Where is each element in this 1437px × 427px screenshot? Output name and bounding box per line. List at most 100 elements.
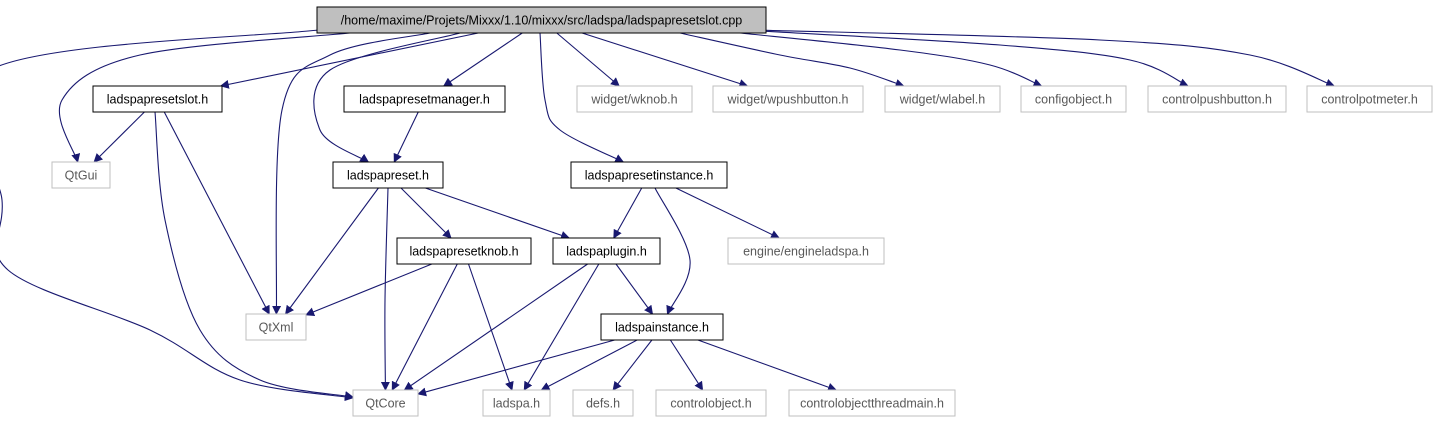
node-wlabel-h: widget/wlabel.h: [884, 85, 1001, 113]
node-controlobject-h: controlobject.h: [655, 389, 767, 417]
edge-ladspapresetslot-h-to-qtgui: [93, 111, 145, 163]
edge-ladspaplugin-h-to-ladspainstance-h: [615, 263, 654, 315]
node-wpushbutton-h: widget/wpushbutton.h: [712, 85, 864, 113]
node-label: controlobject.h: [670, 396, 751, 410]
node-label: widget/wknob.h: [590, 92, 677, 106]
edge-ladspapreset-h-to-ladspapresetknob-h: [400, 187, 452, 239]
node-ladspapresetinstance-h[interactable]: ladspapresetinstance.h: [570, 161, 728, 189]
node-label: ladspapreset.h: [347, 168, 429, 182]
node-box: [1020, 85, 1127, 113]
node-ladspaplugin-h[interactable]: ladspaplugin.h: [552, 237, 661, 265]
node-box: [727, 237, 885, 265]
node-box: [245, 313, 307, 341]
edge-root-to-qtgui: [58, 32, 351, 163]
node-label: QtCore: [365, 396, 405, 410]
node-label: ladspapresetslot.h: [107, 92, 209, 106]
node-label: ladspainstance.h: [615, 320, 709, 334]
edge-ladspapresetslot-h-to-qtxml: [163, 111, 270, 315]
node-ladspapreset-h[interactable]: ladspapreset.h: [332, 161, 444, 189]
node-root[interactable]: /home/maxime/Projets/Mixxx/1.10/mixxx/sr…: [316, 6, 767, 34]
node-ladspapresetmanager-h[interactable]: ladspapresetmanager.h: [343, 85, 506, 113]
node-label: ladspapresetknob.h: [409, 244, 518, 258]
node-box: [1147, 85, 1287, 113]
edge-ladspainstance-h-to-controlobjectthreadmain-h: [697, 339, 837, 392]
node-box: [316, 6, 767, 34]
node-label: ladspaplugin.h: [566, 244, 647, 258]
node-engineladspa-h: engine/engineladspa.h: [727, 237, 885, 265]
node-box: [572, 389, 634, 417]
node-box: [482, 389, 551, 417]
edge-ladspapresetknob-h-to-ladspa-h: [467, 263, 514, 391]
edge-ladspapresetknob-h-to-qtcore: [391, 263, 458, 391]
node-box: [788, 389, 956, 417]
node-box: [1306, 85, 1433, 113]
edge-ladspapreset-h-to-ladspaplugin-h: [425, 187, 570, 240]
node-label: ladspapresetinstance.h: [585, 168, 714, 182]
node-box: [343, 85, 506, 113]
edge-root-to-ladspapresetslot-h: [219, 32, 479, 89]
node-label: ladspa.h: [493, 396, 540, 410]
node-box: [396, 237, 532, 265]
node-box: [552, 237, 661, 265]
edge-root-to-ladspapresetinstance-h: [539, 32, 625, 163]
edge-root-to-qtcore: [0, 29, 354, 402]
node-label: QtXml: [259, 320, 294, 334]
edge-root-to-ladspapresetmanager-h: [443, 32, 523, 87]
edge-ladspaplugin-h-to-qtcore: [403, 263, 588, 391]
node-box: [51, 161, 111, 189]
edge-ladspainstance-h-to-defs-h: [612, 339, 653, 391]
node-label: ladspapresetmanager.h: [359, 92, 490, 106]
node-wknob-h: widget/wknob.h: [576, 85, 693, 113]
edge-ladspaplugin-h-to-ladspa-h: [523, 263, 600, 391]
edge-root-to-configobject-h: [739, 32, 1043, 88]
node-box: [655, 389, 767, 417]
edge-ladspainstance-h-to-ladspa-h: [540, 339, 638, 391]
node-label: /home/maxime/Projets/Mixxx/1.10/mixxx/sr…: [341, 13, 743, 27]
node-label: widget/wpushbutton.h: [727, 92, 849, 106]
edge-root-to-controlpotmeter-h: [765, 29, 1336, 88]
node-configobject-h: configobject.h: [1020, 85, 1127, 113]
node-label: controlpushbutton.h: [1162, 92, 1272, 106]
node-ladspapresetslot-h[interactable]: ladspapresetslot.h: [92, 85, 223, 113]
node-box: [570, 161, 728, 189]
node-qtgui: QtGui: [51, 161, 111, 189]
node-label: defs.h: [586, 396, 620, 410]
edge-ladspapresetslot-h-to-qtcore: [154, 111, 354, 401]
edge-ladspapreset-h-to-qtcore: [380, 187, 390, 391]
node-controlobjectthreadmain-h: controlobjectthreadmain.h: [788, 389, 956, 417]
edge-root-to-wlabel-h: [679, 32, 905, 88]
node-box: [712, 85, 864, 113]
node-box: [352, 389, 419, 417]
node-ladspapresetknob-h[interactable]: ladspapresetknob.h: [396, 237, 532, 265]
edge-ladspapresetknob-h-to-qtxml: [305, 263, 433, 317]
node-qtcore: QtCore: [352, 389, 419, 417]
node-box: [884, 85, 1001, 113]
node-box: [332, 161, 444, 189]
edge-ladspapreset-h-to-qtxml: [285, 187, 379, 315]
edge-ladspainstance-h-to-controlobject-h: [669, 339, 704, 391]
edge-ladspapresetinstance-h-to-ladspaplugin-h: [613, 187, 643, 239]
node-label: configobject.h: [1035, 92, 1112, 106]
node-label: QtGui: [65, 168, 98, 182]
edge-root-to-wknob-h: [556, 32, 620, 87]
node-controlpotmeter-h: controlpotmeter.h: [1306, 85, 1433, 113]
edge-root-to-qtxml: [272, 32, 431, 315]
edge-ladspapresetmanager-h-to-ladspapreset-h: [393, 111, 419, 163]
node-box: [576, 85, 693, 113]
node-controlpushbutton-h: controlpushbutton.h: [1147, 85, 1287, 113]
node-box: [92, 85, 223, 113]
node-ladspainstance-h[interactable]: ladspainstance.h: [600, 313, 724, 341]
edge-ladspapresetinstance-h-to-ladspainstance-h: [654, 187, 691, 315]
node-label: engine/engineladspa.h: [743, 244, 869, 258]
node-box: [600, 313, 724, 341]
nodes-layer: /home/maxime/Projets/Mixxx/1.10/mixxx/sr…: [51, 6, 1433, 417]
node-ladspa-h: ladspa.h: [482, 389, 551, 417]
edge-root-to-ladspapreset-h: [313, 32, 461, 163]
node-label: widget/wlabel.h: [899, 92, 986, 106]
node-label: controlpotmeter.h: [1321, 92, 1418, 106]
node-qtxml: QtXml: [245, 313, 307, 341]
edge-ladspainstance-h-to-qtcore: [417, 339, 615, 397]
edge-ladspapresetinstance-h-to-engineladspa-h: [675, 187, 780, 239]
edge-root-to-wpushbutton-h: [581, 32, 749, 88]
